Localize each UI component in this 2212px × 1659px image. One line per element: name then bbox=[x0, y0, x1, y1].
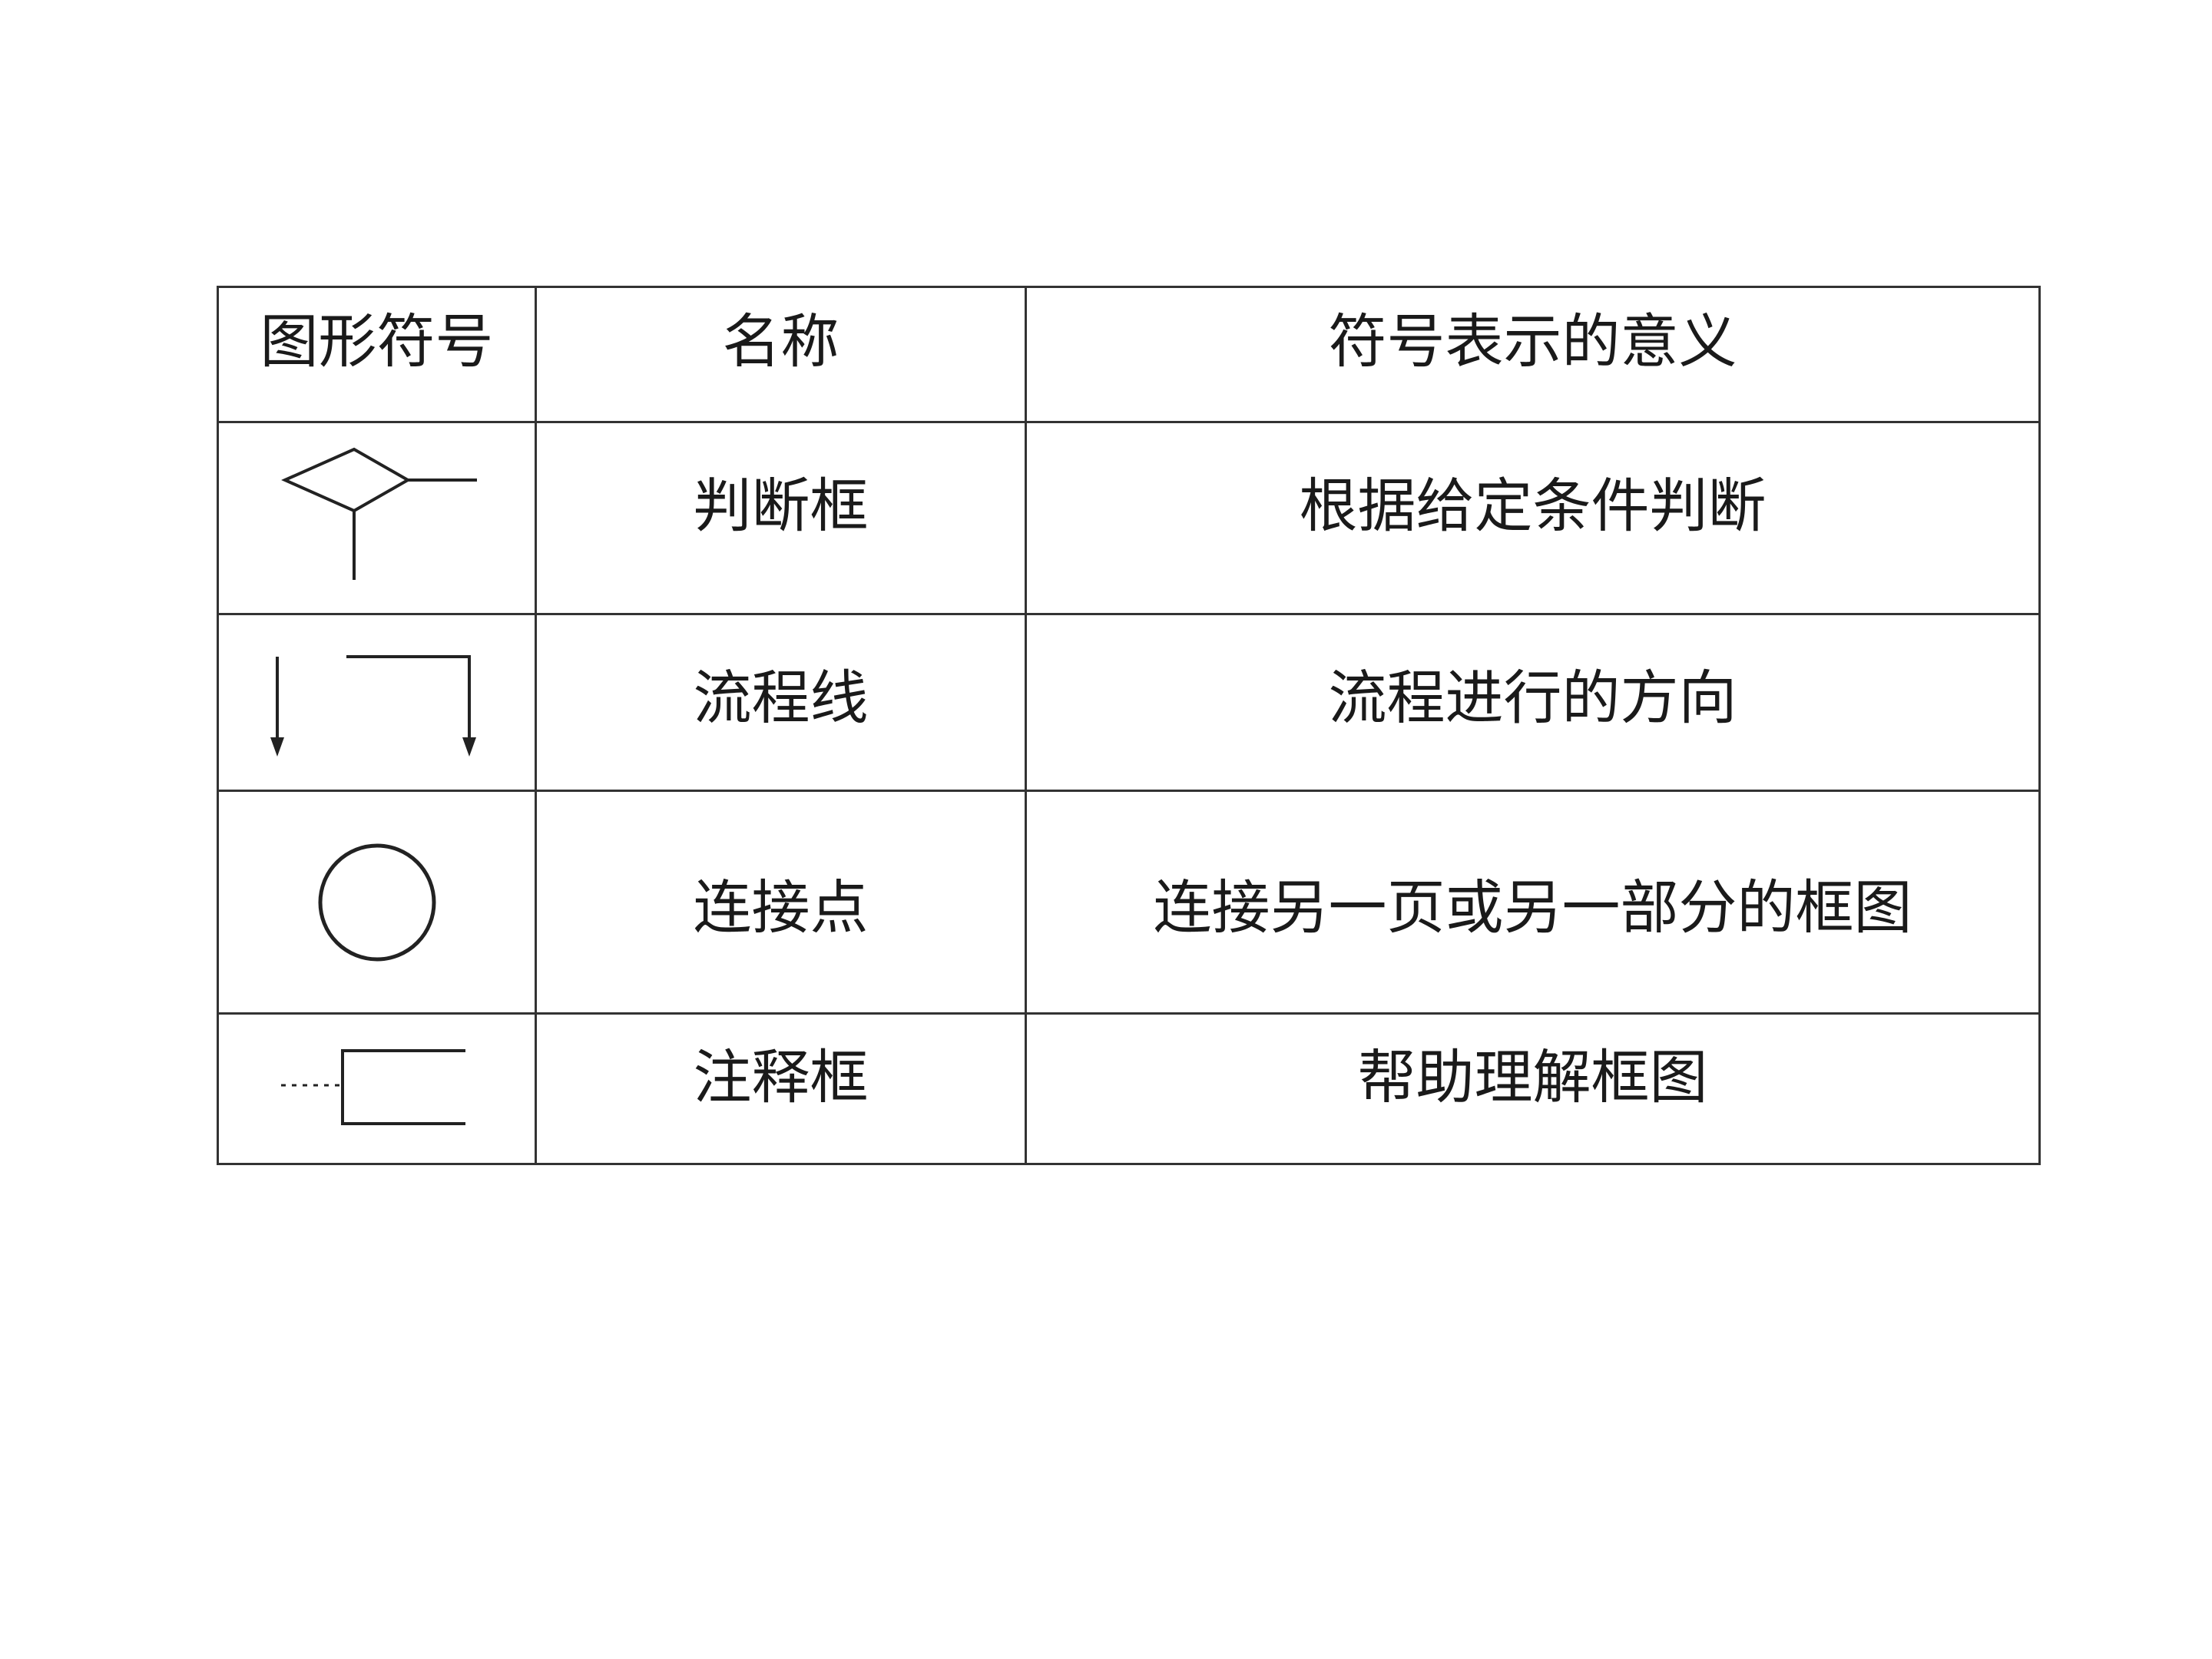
symbol-cell bbox=[217, 1012, 537, 1165]
symbol-name: 流程线 bbox=[535, 613, 1027, 792]
symbol-meaning: 流程进行的方向 bbox=[1025, 613, 2041, 792]
symbol-name: 判断框 bbox=[535, 421, 1027, 615]
connector-circle-icon bbox=[318, 843, 435, 961]
table-row: 判断框 根据给定条件判断 bbox=[217, 421, 2041, 615]
flowchart-symbol-table: 图形符号 名称 符号表示的意义 判断框 根据给定条件判断 流程线 流程进行的方向 bbox=[217, 286, 2041, 1165]
table-header-row: 图形符号 名称 符号表示的意义 bbox=[217, 286, 2041, 423]
table-row: 连接点 连接另一页或另一部分的框图 bbox=[217, 790, 2041, 1015]
symbol-meaning: 帮助理解框图 bbox=[1025, 1012, 2041, 1165]
symbol-meaning: 连接另一页或另一部分的框图 bbox=[1025, 790, 2041, 1015]
header-name: 名称 bbox=[535, 286, 1027, 423]
symbol-cell bbox=[217, 790, 537, 1015]
table-row: 注释框 帮助理解框图 bbox=[217, 1012, 2041, 1165]
symbol-name: 连接点 bbox=[535, 790, 1027, 1015]
table-row: 流程线 流程进行的方向 bbox=[217, 613, 2041, 792]
comment-box-icon bbox=[280, 1048, 465, 1125]
symbol-cell bbox=[217, 421, 537, 615]
decision-diamond-icon bbox=[280, 447, 477, 580]
symbol-name: 注释框 bbox=[535, 1012, 1027, 1165]
flow-line-arrows-icon bbox=[270, 654, 476, 757]
symbol-cell bbox=[217, 613, 537, 792]
symbol-meaning: 根据给定条件判断 bbox=[1025, 421, 2041, 615]
header-meaning: 符号表示的意义 bbox=[1025, 286, 2041, 423]
header-symbol: 图形符号 bbox=[217, 286, 537, 423]
